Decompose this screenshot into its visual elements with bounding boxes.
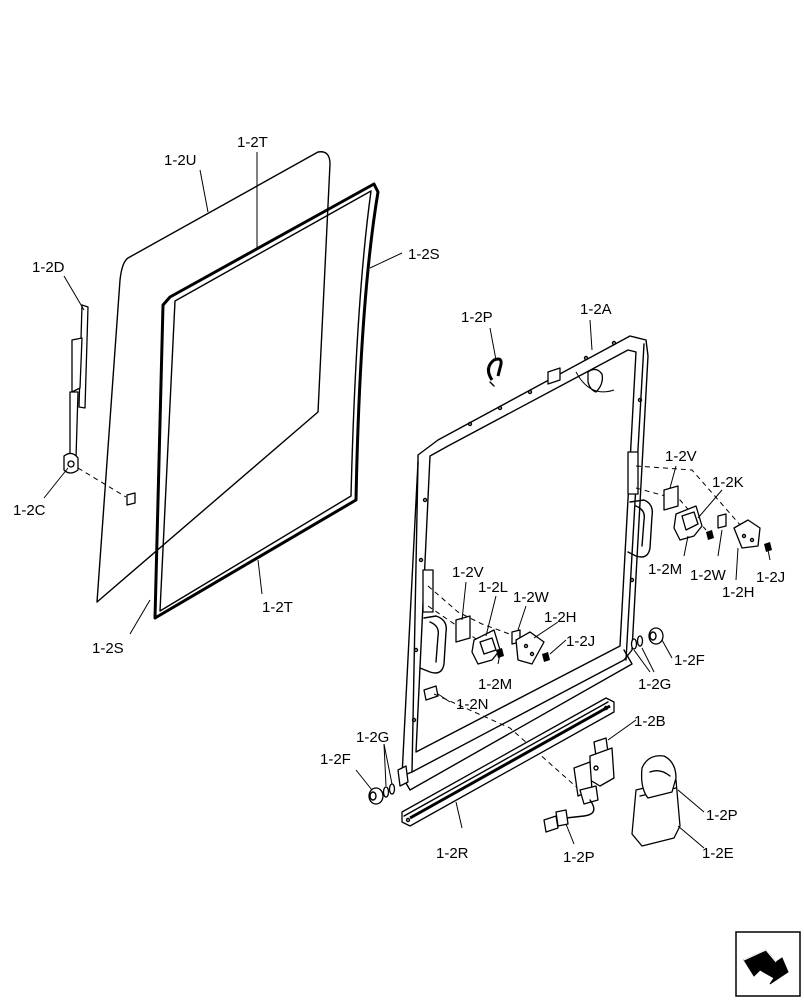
label-1-2U: 1-2U — [164, 152, 197, 169]
label-1-2M-right: 1-2M — [648, 561, 682, 578]
screw-left — [496, 648, 504, 658]
label-1-2P-top: 1-2P — [461, 309, 493, 326]
label-1-2H-right: 1-2H — [722, 584, 755, 601]
hinge-bracket-left — [515, 631, 545, 665]
door-glass-panel — [96, 151, 331, 603]
hinge-right — [673, 505, 703, 541]
wiper-arm — [63, 304, 89, 474]
label-1-2N: 1-2N — [456, 696, 489, 713]
next-page-arrow-icon[interactable] — [735, 931, 801, 997]
label-1-2A: 1-2A — [580, 301, 612, 318]
hinge-bracket-right — [733, 519, 761, 549]
hinge-left — [471, 629, 501, 665]
label-1-2P-bottom: 1-2P — [563, 849, 595, 866]
shim-plate-right — [663, 485, 679, 511]
door-frame — [397, 335, 654, 791]
washers-left — [382, 783, 396, 798]
label-1-2T-top: 1-2T — [237, 134, 268, 151]
label-1-2M-left: 1-2M — [478, 676, 512, 693]
label-1-2W-left: 1-2W — [513, 589, 550, 606]
roller-right — [648, 627, 664, 645]
label-1-2J-left: 1-2J — [566, 633, 595, 650]
part-labels: 1-2U 1-2T 1-2S 1-2D 1-2C 1-2T 1-2S 1-2P … — [13, 134, 785, 866]
label-1-2V-right: 1-2V — [665, 448, 697, 465]
label-1-2E: 1-2E — [702, 845, 734, 862]
latch-actuator — [543, 737, 615, 833]
bolt-left — [542, 652, 550, 662]
washers-right — [630, 635, 644, 650]
label-1-2T-bottom: 1-2T — [262, 599, 293, 616]
label-1-2S-right: 1-2S — [408, 246, 440, 263]
label-1-2G-right: 1-2G — [638, 676, 671, 693]
roller-left — [368, 787, 384, 805]
screw-right — [706, 530, 714, 540]
label-1-2K: 1-2K — [712, 474, 744, 491]
label-1-2V-left: 1-2V — [452, 564, 484, 581]
label-1-2B: 1-2B — [634, 713, 666, 730]
slide-rail — [401, 697, 615, 827]
label-1-2F-left: 1-2F — [320, 751, 351, 768]
label-1-2L: 1-2L — [478, 579, 508, 596]
label-1-2F-right: 1-2F — [674, 652, 705, 669]
label-1-2D: 1-2D — [32, 259, 65, 276]
label-1-2R: 1-2R — [436, 845, 469, 862]
label-1-2P-right: 1-2P — [706, 807, 738, 824]
label-1-2S-left: 1-2S — [92, 640, 124, 657]
actuator-boot — [640, 755, 677, 799]
glass-seal-frame — [153, 182, 380, 620]
wiper-mount-nut — [126, 492, 136, 506]
cable-clip-top — [487, 357, 503, 387]
washer-right — [717, 513, 727, 529]
label-1-2C: 1-2C — [13, 502, 46, 519]
label-1-2J-right: 1-2J — [756, 569, 785, 586]
leader-lines — [43, 152, 771, 849]
bolt-right — [764, 542, 772, 552]
label-1-2H-left: 1-2H — [544, 609, 577, 626]
label-1-2W-right: 1-2W — [690, 567, 727, 584]
label-1-2G-left: 1-2G — [356, 729, 389, 746]
shim-plate-left — [455, 615, 471, 643]
